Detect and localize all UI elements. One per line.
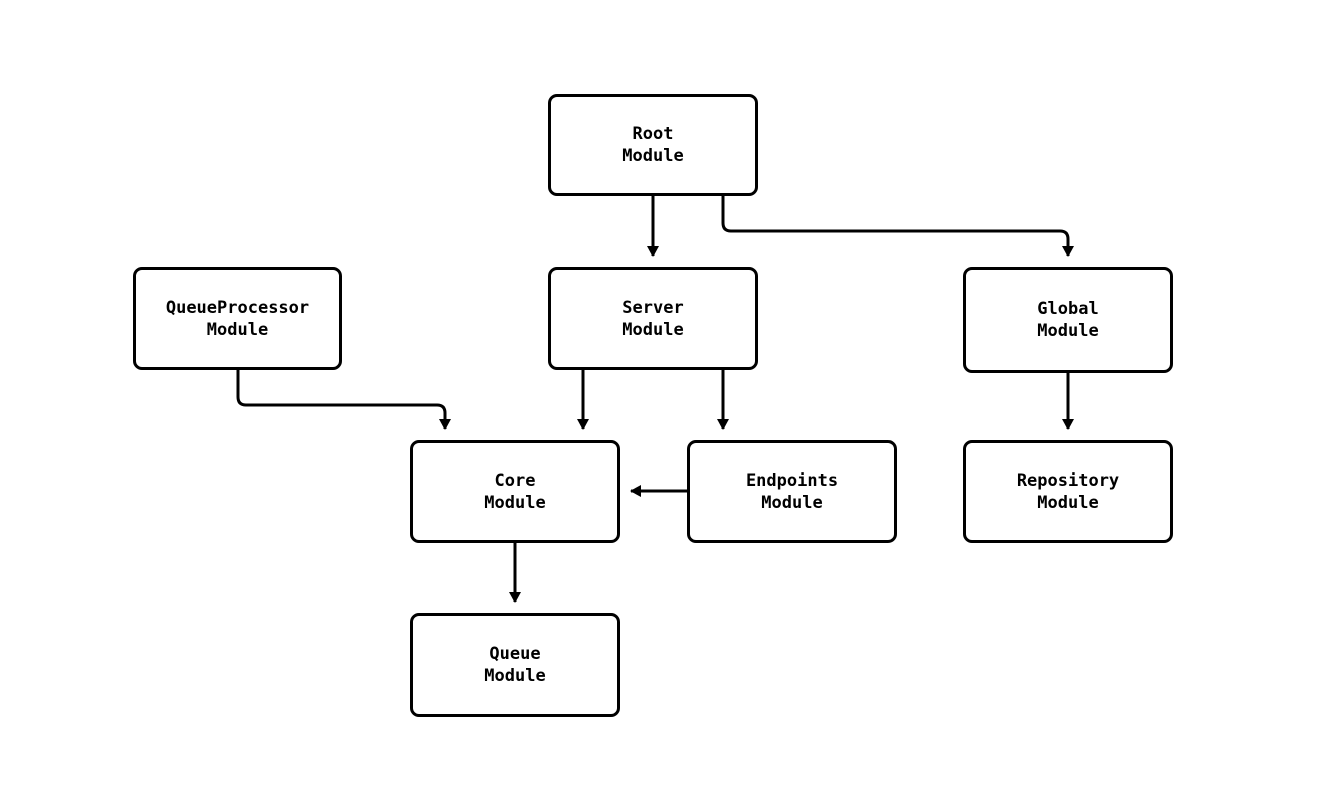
edge-root-to-global xyxy=(721,196,1074,257)
node-repository-label-line2: Module xyxy=(1037,492,1099,513)
node-core-label-line2: Module xyxy=(484,492,546,513)
node-queueprocessor-label-line2: Module xyxy=(206,319,269,340)
node-server-label-line2: Module xyxy=(622,319,684,340)
node-queueprocessor[interactable]: QueueProcessor Module xyxy=(133,267,342,370)
node-global-label-line1: Global xyxy=(1037,299,1099,319)
node-core-label-line1: Core xyxy=(494,470,536,491)
node-root-label-line2: Module xyxy=(622,146,684,166)
node-repository[interactable]: Repository Module xyxy=(963,440,1173,543)
node-queueprocessor-label-line1: QueueProcessor xyxy=(165,297,310,318)
node-root-label-line1: Root xyxy=(632,124,674,144)
node-endpoints-label-line2: Module xyxy=(761,492,823,513)
node-queue[interactable]: Queue Module xyxy=(410,613,620,717)
node-repository-label-line1: Repository xyxy=(1016,470,1120,491)
node-endpoints-label-line1: Endpoints xyxy=(745,470,839,491)
node-server[interactable]: Server Module xyxy=(548,267,758,370)
node-global-label-line2: Module xyxy=(1037,321,1099,341)
node-server-label-line1: Server xyxy=(622,297,684,318)
node-core[interactable]: Core Module xyxy=(410,440,620,543)
edge-queueprocessor-to-core xyxy=(236,370,451,430)
node-endpoints[interactable]: Endpoints Module xyxy=(687,440,897,543)
node-queue-label-line2: Module xyxy=(484,666,546,686)
node-root[interactable]: Root Module xyxy=(548,94,758,196)
node-queue-label-line1: Queue xyxy=(489,644,541,664)
node-global[interactable]: Global Module xyxy=(963,267,1173,373)
